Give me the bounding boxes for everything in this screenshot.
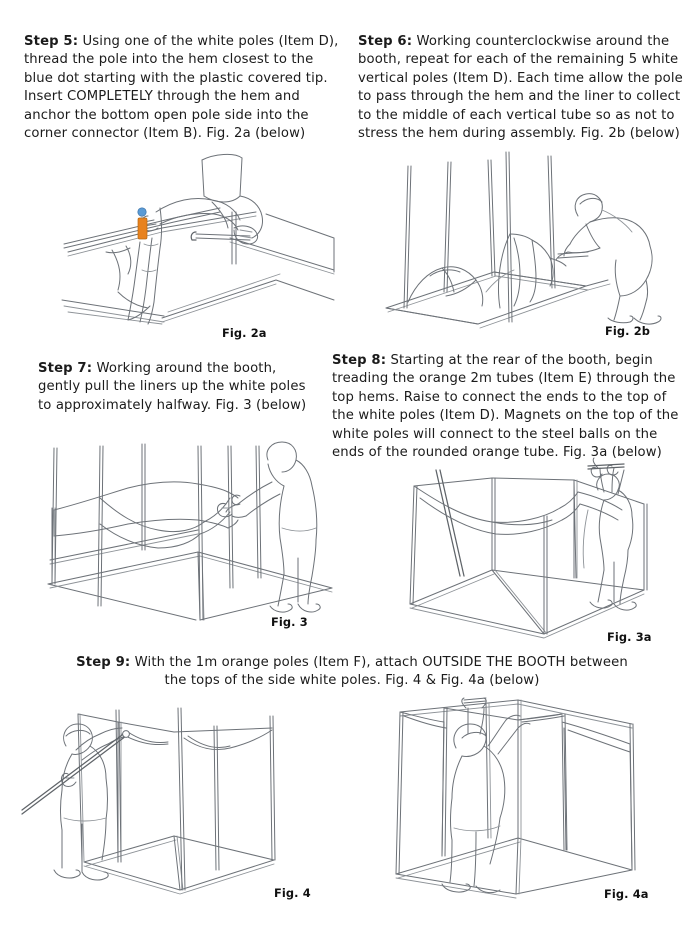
figure-3a <box>392 457 690 639</box>
step-8-label: Step 8: <box>332 353 387 368</box>
figure-4a-caption: Fig. 4a <box>604 887 649 901</box>
step-6-body: Working counterclockwise around the boot… <box>358 34 683 142</box>
figure-3-drawing <box>47 441 333 621</box>
figure-2b-caption: Fig. 2b <box>605 324 651 338</box>
figure-2a <box>44 152 335 325</box>
step-5-text: Step 5: Using one of the white poles (It… <box>24 33 342 143</box>
step-7-body: Working around the booth, gently pull th… <box>38 361 307 413</box>
figure-2a-drawing <box>61 153 335 325</box>
orange-tag <box>137 217 148 240</box>
figure-4a-drawing <box>395 697 636 899</box>
step-7-text: Step 7: Working around the booth, gently… <box>38 360 318 415</box>
figure-3 <box>32 438 333 621</box>
figure-3-caption: Fig. 3 <box>271 615 308 629</box>
step-8-text: Step 8: Starting at the rear of the boot… <box>332 352 680 462</box>
figure-3a-caption: Fig. 3a <box>607 630 652 644</box>
blue-dot-marker <box>137 207 147 217</box>
step-5-body: Using one of the white poles (Item D), t… <box>24 34 339 142</box>
step-7-label: Step 7: <box>38 361 93 376</box>
step-6-label: Step 6: <box>358 34 413 49</box>
figure-4a <box>372 697 690 899</box>
step-9-label: Step 9: <box>76 655 131 670</box>
step-8-body: Starting at the rear of the booth, begin… <box>332 353 679 461</box>
figure-2a-caption: Fig. 2a <box>222 326 267 340</box>
figure-4-drawing <box>21 707 276 895</box>
figure-2b <box>372 151 690 329</box>
figure-4-caption: Fig. 4 <box>274 886 311 900</box>
step-9-body: With the 1m orange poles (Item F), attac… <box>130 655 628 689</box>
figure-2b-drawing <box>385 151 662 329</box>
figure-4 <box>21 698 330 895</box>
step-9-text: Step 9: With the 1m orange poles (Item F… <box>68 654 636 691</box>
pole-end-ball <box>122 730 130 738</box>
figure-3a-drawing <box>409 457 648 639</box>
step-6-text: Step 6: Working counterclockwise around … <box>358 33 688 143</box>
step-5-label: Step 5: <box>24 34 79 49</box>
